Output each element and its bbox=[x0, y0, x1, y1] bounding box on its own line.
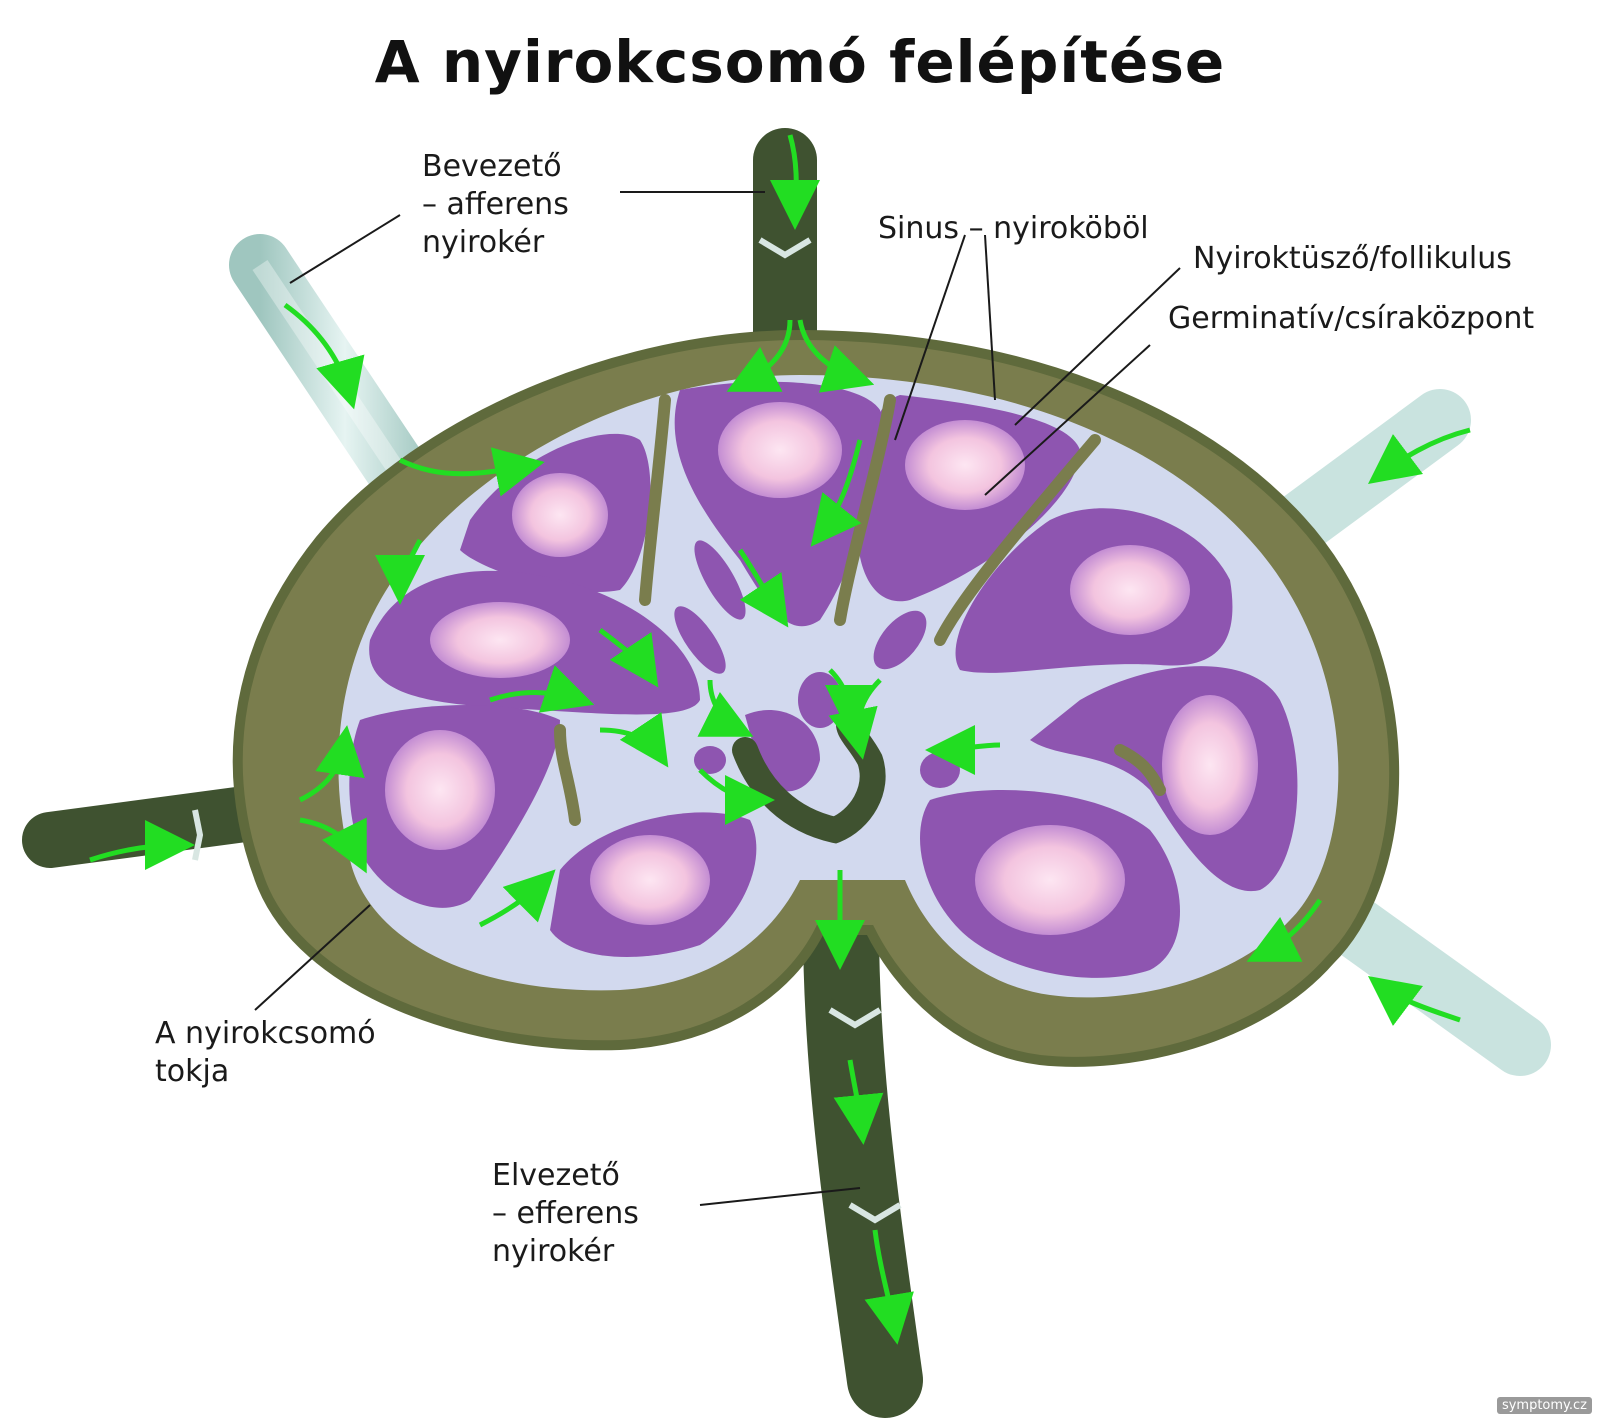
diagram-title: A nyirokcsomó felépítése bbox=[374, 28, 1226, 96]
leader-germinal bbox=[984, 344, 1151, 496]
germinal-center bbox=[430, 602, 570, 678]
label-capsule: A nyirokcsomó tokja bbox=[155, 1016, 376, 1089]
germinal-center bbox=[1162, 695, 1258, 835]
trabeculae bbox=[554, 394, 1166, 826]
germinal-center bbox=[1070, 545, 1190, 635]
germinal-center bbox=[905, 420, 1025, 510]
label-germinal: Germinatív/csíraközpont bbox=[1168, 301, 1535, 336]
label-sinus: Sinus – nyiroköböl bbox=[878, 211, 1149, 246]
leader-capsule bbox=[254, 904, 371, 1011]
leader-sinus-a bbox=[894, 234, 966, 441]
watermark: symptomy.cz bbox=[1496, 1397, 1592, 1414]
leader-sinus-b bbox=[984, 234, 996, 401]
leader-efferent bbox=[699, 1187, 861, 1206]
germinal-center bbox=[590, 835, 710, 925]
germinal-center bbox=[512, 473, 608, 557]
leader-lines bbox=[254, 191, 1181, 1206]
leader-follicle bbox=[1014, 267, 1181, 426]
vessel-valves bbox=[192, 237, 902, 1224]
label-efferent: Elvezető – efferens nyirokér bbox=[492, 1158, 639, 1269]
germinal-center bbox=[385, 730, 495, 850]
flow-arrows bbox=[89, 134, 1471, 1345]
label-afferent: Bevezető – afferens nyirokér bbox=[422, 149, 569, 260]
germinal-center bbox=[718, 402, 842, 498]
germinal-centers bbox=[385, 402, 1258, 935]
leader-afferent-left bbox=[289, 214, 401, 284]
label-follicle: Nyiroktüsző/follikulus bbox=[1193, 241, 1512, 276]
germinal-center bbox=[975, 825, 1125, 935]
